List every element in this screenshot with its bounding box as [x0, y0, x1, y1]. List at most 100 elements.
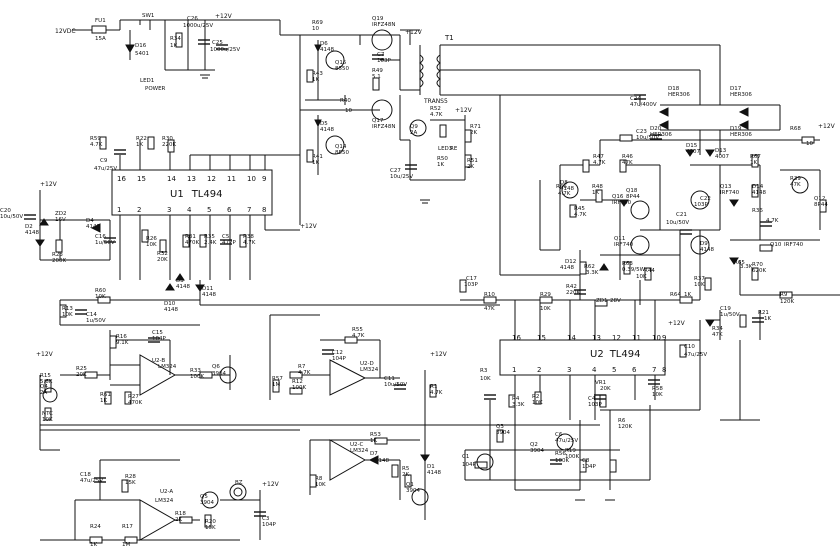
component-label: 104P: [462, 462, 476, 468]
u1-bottom-pin-3: 3: [167, 206, 171, 214]
component-label: 2.4K: [204, 240, 217, 246]
component-label: 9.1K: [116, 340, 129, 346]
component-label: 104P: [262, 522, 276, 528]
component-label: 100K: [190, 374, 204, 380]
component-label: 10K: [95, 294, 106, 300]
component-label: R26: [146, 236, 157, 242]
component-label: R62: [584, 264, 595, 270]
component-label: C8: [582, 458, 590, 464]
component-label: R21: [758, 310, 769, 316]
component-label: 3904: [212, 371, 226, 377]
component-label: R39: [790, 176, 801, 182]
component-label: 3904: [406, 488, 420, 494]
component-label: U2-A: [160, 489, 173, 495]
u2-top-pin-12: 12: [612, 334, 621, 342]
u1-top-pin-14: 14: [167, 175, 176, 183]
component-label: 220K: [162, 142, 176, 148]
component-label: 3904: [496, 430, 510, 436]
component-label: Q16: [612, 194, 624, 200]
component-label: R25: [76, 366, 87, 372]
component-label: 47K: [484, 306, 495, 312]
component-label: R47: [593, 154, 604, 160]
component-label: 104P: [582, 464, 596, 470]
component-label: LED3: [438, 146, 453, 152]
component-label: 15K: [205, 525, 216, 531]
component-label: R60: [95, 288, 106, 294]
component-label: Q13: [720, 184, 732, 190]
component-label: 1K: [684, 292, 691, 298]
component-label: R59: [90, 136, 101, 142]
component-label: R64: [670, 292, 681, 298]
component-label: 10u/50V: [666, 220, 689, 226]
component-labels: FU115ASW1D165401R341KC261000u/25VC251000…: [0, 13, 836, 548]
component-label: C5: [222, 234, 230, 240]
u2-bottom-pin-7: 7: [652, 366, 656, 374]
component-label: R51: [467, 158, 478, 164]
component-label: BZ: [235, 480, 243, 486]
u1-top-pin-13: 13: [187, 175, 196, 183]
component-label: R31: [185, 234, 196, 240]
component-label: R41: [312, 154, 323, 160]
component-label: R49: [372, 68, 383, 74]
component-label: C17: [466, 276, 477, 282]
component-label: 47u/400V: [630, 102, 657, 108]
component-label: 5.1: [372, 74, 381, 80]
component-label: R36: [752, 208, 763, 214]
rail-label: +12V: [215, 13, 233, 20]
component-label: R57: [272, 376, 283, 382]
component-label: 100K: [565, 454, 579, 460]
component-label: R53: [370, 432, 381, 438]
component-label: R24: [90, 524, 101, 530]
component-label: 2K: [470, 130, 477, 136]
component-label: 8550: [335, 150, 349, 156]
component-label: 103P: [694, 202, 708, 208]
component-label: Q6: [212, 364, 220, 370]
component-label: D15: [686, 143, 698, 149]
component-label: D1: [427, 464, 435, 470]
component-label: R3: [480, 368, 488, 374]
component-label: 4148: [560, 186, 574, 192]
component-label: 1K: [764, 316, 771, 322]
component-label: C1: [462, 454, 469, 460]
component-label: IRF740: [784, 242, 804, 248]
component-label: 15K: [125, 480, 136, 486]
component-label: 2K: [467, 164, 474, 170]
component-label: C27: [390, 168, 401, 174]
component-label: LM324: [158, 364, 177, 370]
rail-label: +12V: [455, 107, 473, 114]
component-label: 1K: [312, 160, 319, 166]
component-label: R40: [340, 98, 351, 104]
component-label: C25: [212, 40, 223, 46]
component-label: R38: [243, 234, 254, 240]
component-label: 10u/50V: [0, 214, 23, 220]
rail-label: +12V: [40, 181, 58, 188]
component-label: D10: [164, 301, 176, 307]
u1-top-pin-15: 15: [137, 175, 146, 183]
component-label: 470K: [128, 400, 142, 406]
component-label: R61: [100, 392, 111, 398]
component-label: Q10: [770, 242, 782, 248]
components: [44, 25, 827, 544]
component-label: 10K: [146, 242, 157, 248]
transistors: [42, 29, 809, 509]
component-label: 4.7K: [430, 390, 443, 396]
component-label: 4148: [164, 307, 178, 313]
component-label: 1u/50V: [720, 312, 740, 318]
component-label: 10K: [42, 417, 53, 423]
component-label: C12: [332, 350, 343, 356]
component-label: C3: [262, 516, 270, 522]
component-label: 3.3K: [586, 270, 599, 276]
component-label: 4.7K: [593, 160, 606, 166]
component-label: 10u/25V: [390, 174, 413, 180]
u2-top-pin-9: 9: [662, 334, 666, 342]
component-label: 28V: [610, 298, 621, 304]
component-label: D19: [730, 126, 742, 132]
component-label: 4148: [752, 190, 766, 196]
component-label: Q15: [335, 60, 347, 66]
component-label: D17: [730, 86, 742, 92]
component-label: 4148: [202, 292, 216, 298]
component-label: 4148: [25, 230, 39, 236]
component-label: 20K: [76, 372, 87, 378]
component-label: R48: [592, 184, 603, 190]
